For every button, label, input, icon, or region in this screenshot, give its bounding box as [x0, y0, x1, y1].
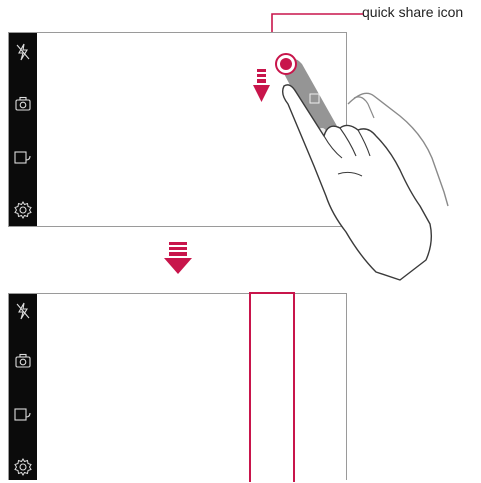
flash-off-icon[interactable] [12, 41, 34, 63]
quick-share-icon[interactable] [276, 54, 296, 74]
swipe-down-arrow [253, 69, 270, 102]
camera-switch-icon[interactable] [12, 93, 34, 115]
settings-icon[interactable] [12, 199, 34, 221]
camera-sidebar [9, 33, 37, 226]
settings-icon[interactable] [12, 456, 34, 478]
callout-label: quick share icon [362, 4, 463, 20]
gallery-icon[interactable] [12, 404, 34, 426]
hand-icon [283, 85, 432, 280]
swipe-gesture-illustration [250, 46, 481, 286]
flash-off-icon[interactable] [12, 300, 34, 322]
camera-screen-after [8, 293, 347, 480]
quick-share-panel-highlight[interactable] [249, 292, 295, 482]
transition-arrow [163, 240, 193, 276]
camera-switch-icon[interactable] [12, 350, 34, 372]
gallery-icon[interactable] [12, 147, 34, 169]
camera-sidebar [9, 294, 37, 480]
